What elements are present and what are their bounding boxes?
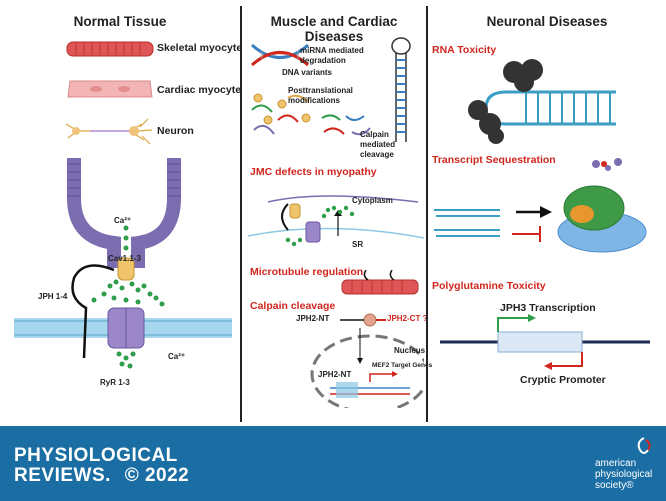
skeletal-myocyte-icon — [66, 41, 154, 57]
dna-variants-label: DNA variants — [282, 68, 332, 77]
neuron-icon — [65, 118, 153, 145]
ryr-label: RyR 1-3 — [100, 378, 130, 387]
transcript-sequestration-title: Transcript Sequestration — [432, 154, 556, 166]
posttranslational-label: Posttranslational modifications — [288, 86, 353, 105]
jph3-transcription-label: JPH3 Transcription — [500, 302, 596, 314]
posttranslational-icon — [251, 93, 311, 135]
cytoplasm-label: Cytoplasm — [352, 196, 393, 205]
jph-label: JPH 1-4 — [38, 292, 68, 301]
jph3-gene-diagram — [440, 314, 650, 370]
footer-band — [0, 426, 666, 501]
calpain-cleavage-title: Calpain cleavage — [250, 300, 336, 312]
microtubule-icon — [341, 270, 419, 295]
mirna-hairpin-icon — [391, 37, 411, 142]
jph2-ct-label: JPH2-CT ? — [387, 314, 428, 323]
transcript-sequestration-diagram — [434, 158, 647, 253]
junctional-membrane-diagram — [14, 158, 232, 369]
cryptic-promoter-label: Cryptic Promoter — [520, 374, 606, 386]
sr-label: SR — [352, 240, 364, 249]
muscle-cardiac-title: Muscle and Cardiac Diseases — [270, 14, 398, 44]
journal-name-line1: PHYSIOLOGICAL — [14, 445, 178, 466]
calpain-mediated-label: Calpain mediated cleavage — [360, 130, 396, 159]
skeletal-myocyte-label: Skeletal myocyte — [157, 42, 243, 54]
calpain-cleavage-diagram — [310, 313, 424, 408]
society-line2: physiological — [595, 469, 653, 480]
rna-toxicity-diagram — [468, 59, 616, 144]
jmc-defect-diagram — [248, 195, 424, 247]
society-logo: american physiological society® — [595, 458, 652, 491]
neuronal-panel: Neuronal Diseases — [428, 0, 666, 426]
society-emblem-icon — [637, 437, 651, 454]
journal-name-line2: REVIEWS. — [14, 465, 111, 486]
muscle-cardiac-panel: Muscle and Cardiac Diseases — [242, 0, 426, 426]
cardiac-myocyte-label: Cardiac myocyte — [157, 84, 242, 96]
divider-right — [426, 6, 428, 422]
neuron-label: Neuron — [157, 125, 194, 137]
jmc-defects-title: JMC defects in myopathy — [250, 166, 377, 178]
normal-tissue-panel: Normal Tissue — [0, 0, 240, 426]
mirna-label: miRNA mediated degradation — [300, 46, 364, 65]
calcium-top-label: Ca²⁺ — [114, 216, 132, 225]
microtubule-title: Microtubule regulation — [250, 266, 364, 278]
jph2-nt-label: JPH2-NT — [296, 314, 330, 323]
divider-left — [240, 6, 242, 422]
neuronal-title: Neuronal Diseases — [486, 14, 608, 29]
copyright-text: © 2022 — [124, 465, 190, 486]
mef2-target-label: MEF2 Target Genes — [372, 362, 433, 369]
calpain-fragments-icon — [321, 114, 371, 136]
normal-tissue-title: Normal Tissue — [73, 14, 167, 29]
society-line1: american — [595, 458, 637, 469]
cav-channel-label: Cav1.1-3 — [108, 254, 141, 263]
cardiac-myocyte-icon — [67, 80, 153, 98]
calcium-bottom-label: Ca²⁺ — [168, 352, 186, 361]
rna-toxicity-title: RNA Toxicity — [432, 44, 497, 56]
society-line3: society® — [595, 480, 634, 491]
polyglutamine-title: Polyglutamine Toxicity — [432, 280, 546, 292]
nucleus-label: Nucleus — [394, 346, 426, 355]
jph2-nt-nucleus-label: JPH2-NT — [318, 370, 352, 379]
journal-name-line2-wrap: REVIEWS. © 2022 — [14, 466, 189, 486]
dna-icon — [251, 43, 309, 67]
journal-logo: PHYSIOLOGICAL REVIEWS. © 2022 — [14, 446, 189, 486]
